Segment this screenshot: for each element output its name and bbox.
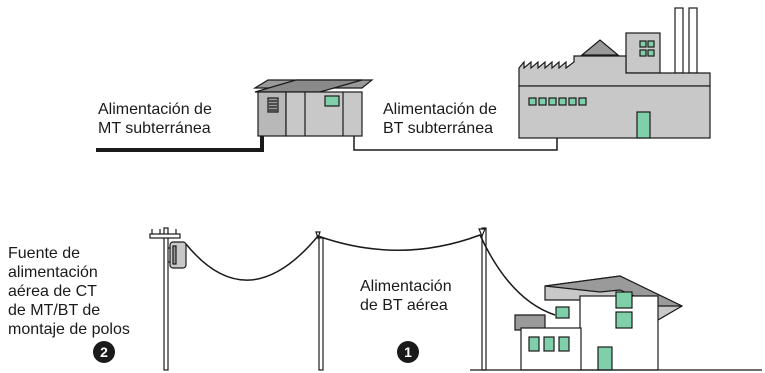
label-line: aérea de CT — [8, 283, 97, 300]
label-line: montaje de polos — [8, 321, 130, 338]
label-line: Fuente de — [8, 245, 81, 262]
factory — [518, 7, 711, 139]
mt-underground-cable — [96, 134, 264, 152]
utility-pole-3 — [481, 227, 487, 371]
label-pole-source: Fuente de alimentación aérea de CT de MT… — [8, 244, 130, 339]
label-line: alimentación — [8, 264, 98, 281]
label-line: de MT/BT de — [8, 302, 101, 319]
overhead-bt-line — [185, 234, 556, 316]
bt-underground-cable — [353, 136, 558, 151]
label-line: Alimentación de — [98, 101, 212, 118]
label-bt-underground: Alimentación de BT subterránea — [383, 100, 497, 138]
pole-crossarm — [149, 229, 181, 239]
label-mt-underground: Alimentación de MT subterránea — [98, 100, 212, 138]
label-bt-overhead: Alimentación de BT aérea — [360, 277, 452, 315]
badge-1: 1 — [397, 341, 419, 363]
label-line: MT subterránea — [98, 120, 211, 137]
utility-pole-1 — [163, 227, 169, 371]
label-line: BT subterránea — [383, 120, 493, 137]
label-line: de BT aérea — [360, 297, 448, 314]
label-line: Alimentación — [360, 278, 452, 295]
house — [514, 275, 684, 371]
badge-2: 2 — [93, 341, 115, 363]
substation-kiosk — [252, 79, 374, 137]
utility-pole-2 — [318, 237, 324, 371]
label-line: Alimentación de — [383, 101, 497, 118]
pole-mounted-transformer — [168, 241, 187, 269]
pole-insulators — [315, 228, 486, 240]
